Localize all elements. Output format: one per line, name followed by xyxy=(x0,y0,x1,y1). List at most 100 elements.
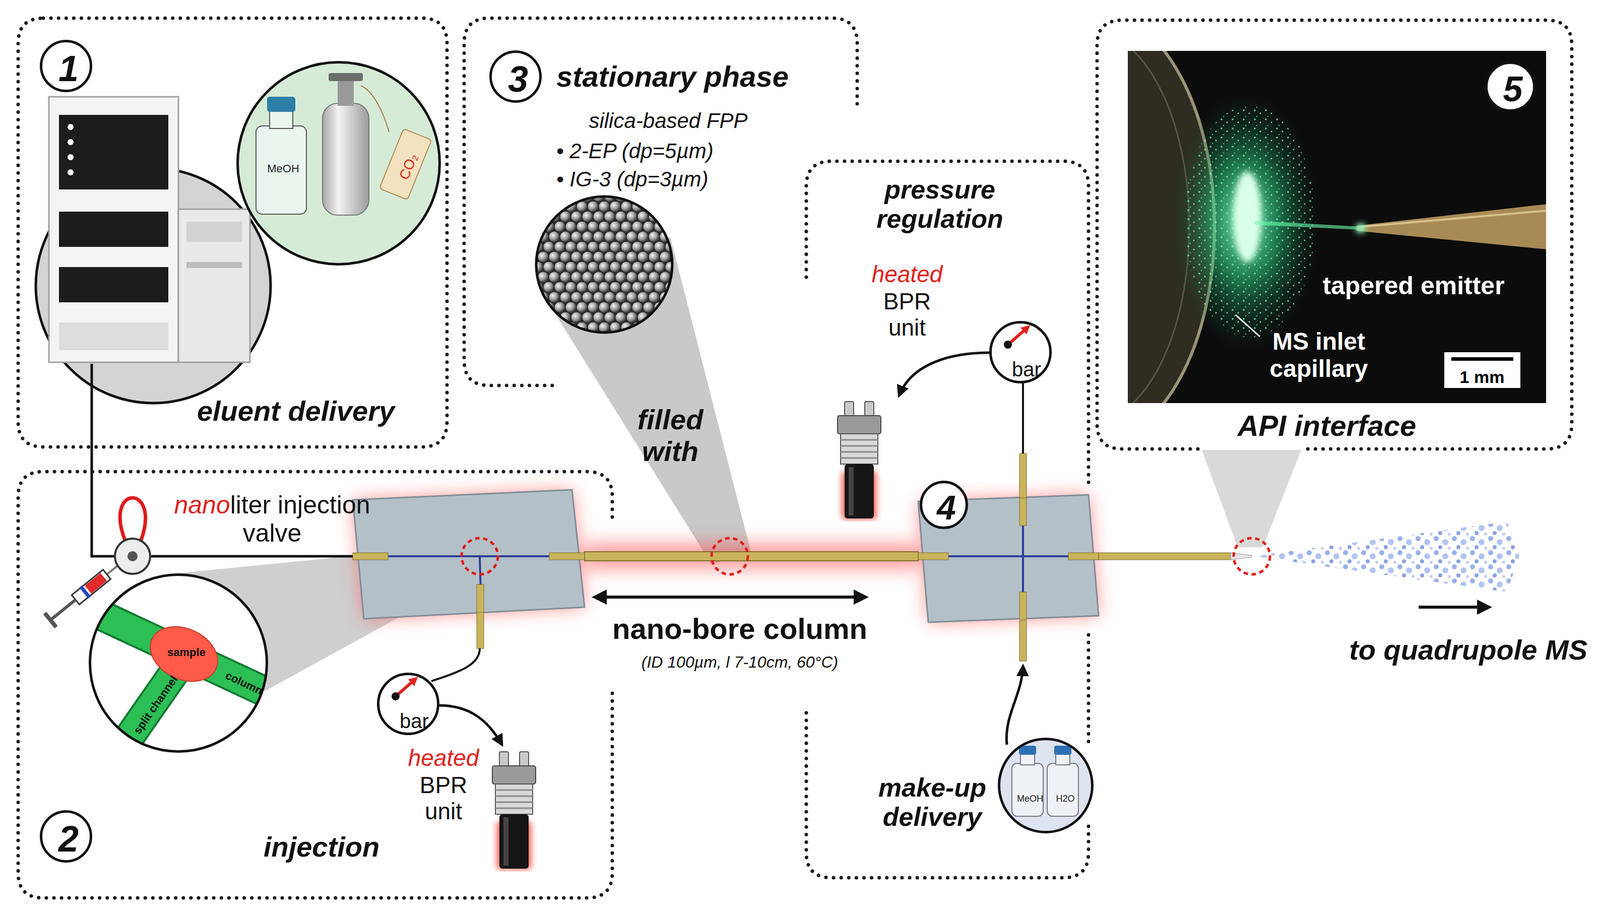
spray-photo xyxy=(1235,314,1260,337)
eluent-line xyxy=(150,555,353,558)
makeup-bottles xyxy=(1020,753,1035,765)
panel-frame: stationary phasesilica-based FPP• 2-EP (… xyxy=(464,18,858,386)
text-holder: nano-bore column xyxy=(612,612,868,646)
dotted-border xyxy=(18,18,447,447)
makeup-bottles xyxy=(1054,745,1072,755)
callout-number-text: 2 xyxy=(58,818,79,860)
callout-number-text: 1 xyxy=(58,48,79,90)
solvent-supply xyxy=(237,61,440,265)
text-holder: MeOH xyxy=(267,162,300,176)
text-holder: 1 mm xyxy=(1459,367,1505,387)
injection-chip xyxy=(476,612,484,649)
callout-number: 1 xyxy=(39,39,93,93)
text-holder: MS inlet capillary xyxy=(1253,328,1385,383)
zoom-marker xyxy=(461,538,498,575)
callout-number: 3 xyxy=(489,50,542,103)
pressure-gauge: bar xyxy=(989,321,1052,384)
hplc-pump xyxy=(186,221,242,242)
label-text: nano xyxy=(173,490,230,520)
panel-title: stationary phase xyxy=(556,60,789,94)
hplc-pump xyxy=(58,211,169,247)
syringe xyxy=(84,572,107,594)
text-holder: bar xyxy=(399,710,429,733)
bottle-label: H2O xyxy=(1055,793,1075,804)
callout-number: 4 xyxy=(919,480,969,530)
text-holder: BPR unit xyxy=(879,288,935,341)
emitter xyxy=(1253,521,1520,593)
hplc-pump xyxy=(67,139,74,146)
hplc-pump xyxy=(67,123,74,131)
injection-valve xyxy=(127,551,138,562)
text-holder: MeOH xyxy=(1016,793,1044,804)
panel-frame: pressure regulation make-up delivery 4 barM… xyxy=(806,161,1089,878)
direction-label: to quadrupole MS xyxy=(1349,634,1588,667)
makeup-bottles xyxy=(1018,745,1037,755)
hplc-pump xyxy=(67,169,74,176)
sem-image xyxy=(536,196,673,333)
flow-line xyxy=(899,352,990,396)
direction-arrow xyxy=(1418,605,1490,609)
list-item: • IG-3 (dp=3µm) xyxy=(556,167,709,191)
injection-chip xyxy=(476,584,484,613)
dotted-border xyxy=(464,18,858,386)
injection-chip xyxy=(549,552,585,560)
nano-column xyxy=(584,551,919,561)
text-holder: 3 xyxy=(507,58,529,100)
part-label: BPR unit xyxy=(879,288,935,341)
text-holder: sample xyxy=(167,646,206,660)
sem-image xyxy=(536,196,673,333)
hplc-pump xyxy=(58,267,169,303)
text-holder: make-up delivery xyxy=(871,773,993,832)
callout-number-text: 4 xyxy=(936,488,956,527)
spray-photo xyxy=(1360,210,1547,227)
hplc-pump xyxy=(35,96,271,404)
pressure-gauge xyxy=(990,322,1051,383)
eluent-line xyxy=(91,363,115,557)
makeup-bottles xyxy=(998,738,1093,833)
text-holder: nanoliter injection valve xyxy=(163,490,381,548)
dotted-border xyxy=(806,161,1089,878)
spray-photo xyxy=(1355,223,1366,234)
pressure-chip xyxy=(1019,453,1027,498)
eluent-line xyxy=(119,497,146,541)
injection-chip xyxy=(352,552,389,560)
zoom-cone xyxy=(1201,450,1302,548)
hplc-pump xyxy=(58,114,169,190)
text-holder: 2 xyxy=(58,818,79,860)
text-holder: • IG-3 (dp=3µm) xyxy=(556,167,709,191)
text-holder: column xyxy=(223,669,265,697)
injection-cross xyxy=(141,616,227,692)
bottle-label: MeOH xyxy=(1016,793,1044,804)
text-holder: bar xyxy=(1011,358,1042,381)
spray-photo xyxy=(1356,204,1547,250)
makeup-bottles xyxy=(1055,753,1070,765)
panel-frame: eluent delivery 1MeOH CO₂ xyxy=(18,18,447,447)
scale-label: 1 mm xyxy=(1459,367,1505,387)
spray-photo xyxy=(1254,220,1361,230)
hplc-pump xyxy=(58,322,169,351)
part-label: BPR unit xyxy=(415,772,472,825)
syringe xyxy=(79,585,91,599)
panel-title: eluent delivery xyxy=(197,395,395,428)
text-holder: to quadrupole MS xyxy=(1349,634,1588,667)
emitter xyxy=(1098,552,1231,560)
injection-chip xyxy=(352,489,585,649)
part-label: heated xyxy=(871,261,943,288)
text-holder: 1 xyxy=(58,48,79,90)
photo-label: MS inlet capillary xyxy=(1253,328,1385,383)
tag-label: CO₂ xyxy=(396,151,421,183)
callout-label: filled with xyxy=(632,404,709,468)
makeup-bottles xyxy=(998,738,1093,833)
pressure-chip xyxy=(918,453,1099,662)
panel-title: make-up delivery xyxy=(871,773,993,832)
syringe xyxy=(43,556,126,629)
panel-title: pressure regulation xyxy=(864,174,1016,234)
solvent-supply xyxy=(337,80,354,106)
heating-glow xyxy=(352,489,585,619)
spray-photo xyxy=(1184,105,1316,338)
list-item: • 2-EP (dp=5µm) xyxy=(556,139,714,163)
spray-photo xyxy=(1169,90,1321,353)
panel-title: injection xyxy=(263,831,380,864)
text-holder: filled with xyxy=(632,404,709,468)
eluent-line xyxy=(91,363,353,557)
